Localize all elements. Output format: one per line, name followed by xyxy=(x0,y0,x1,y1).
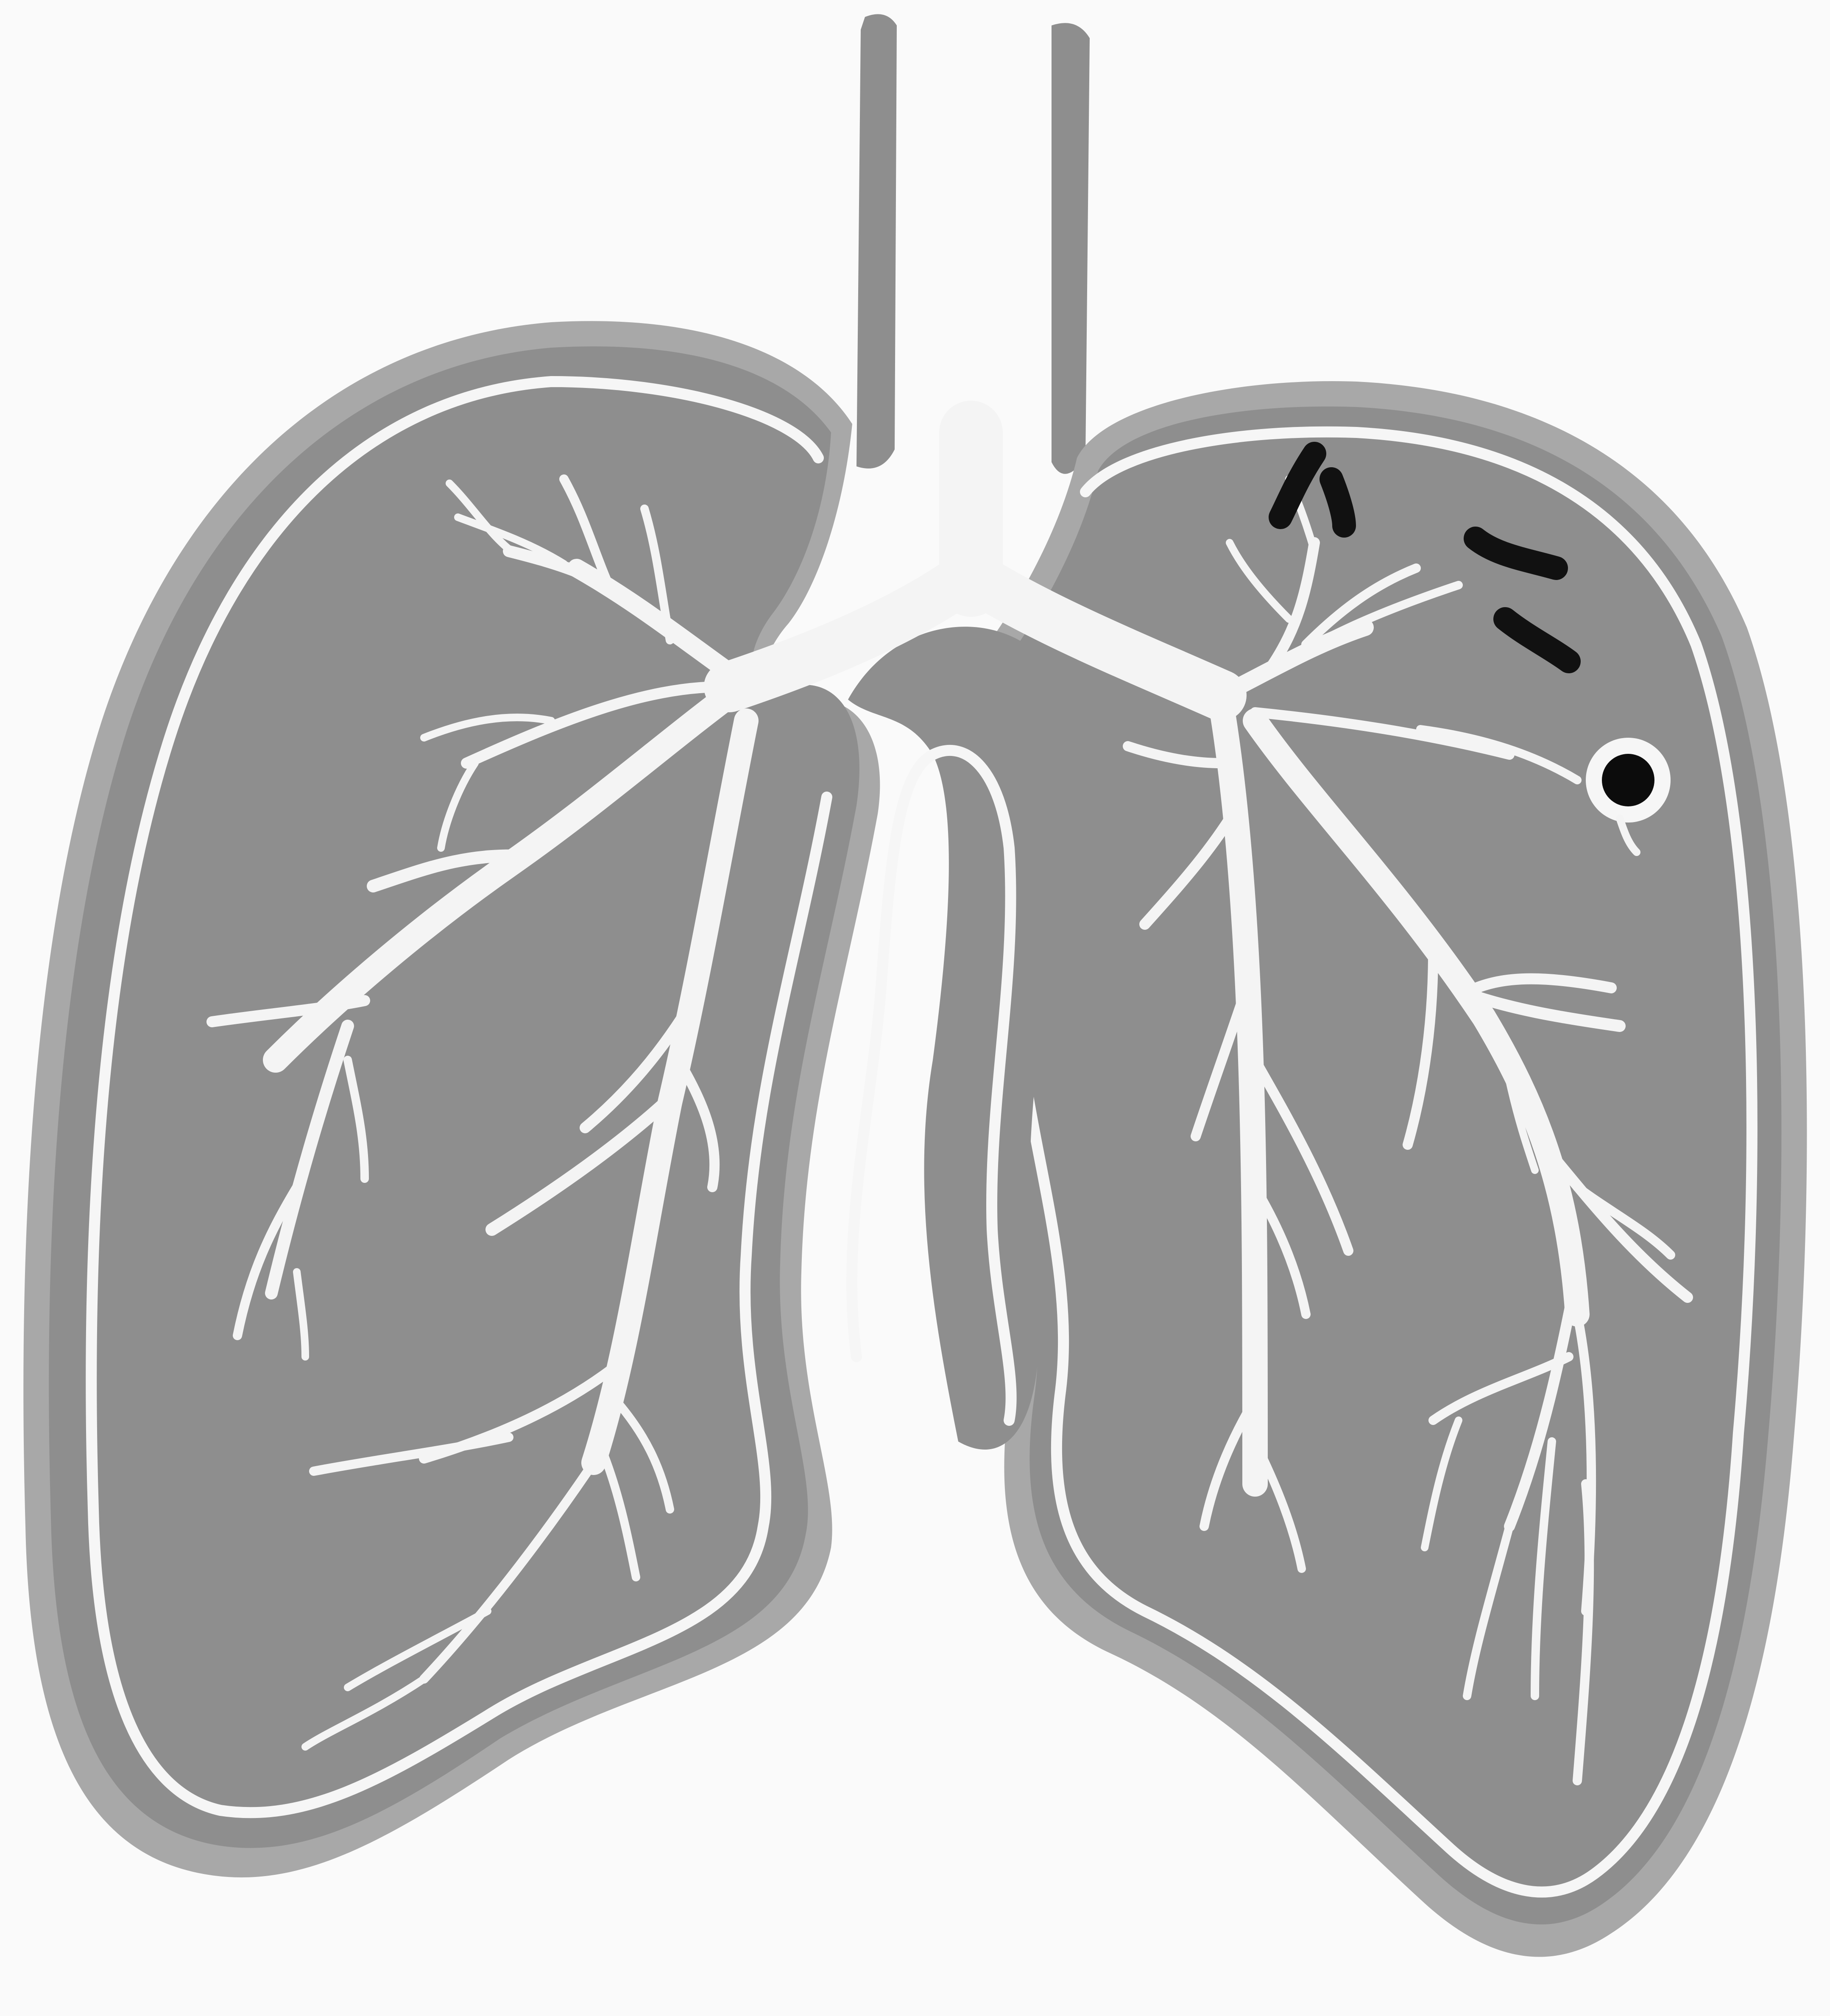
lesion-mark-2 xyxy=(1331,479,1344,526)
